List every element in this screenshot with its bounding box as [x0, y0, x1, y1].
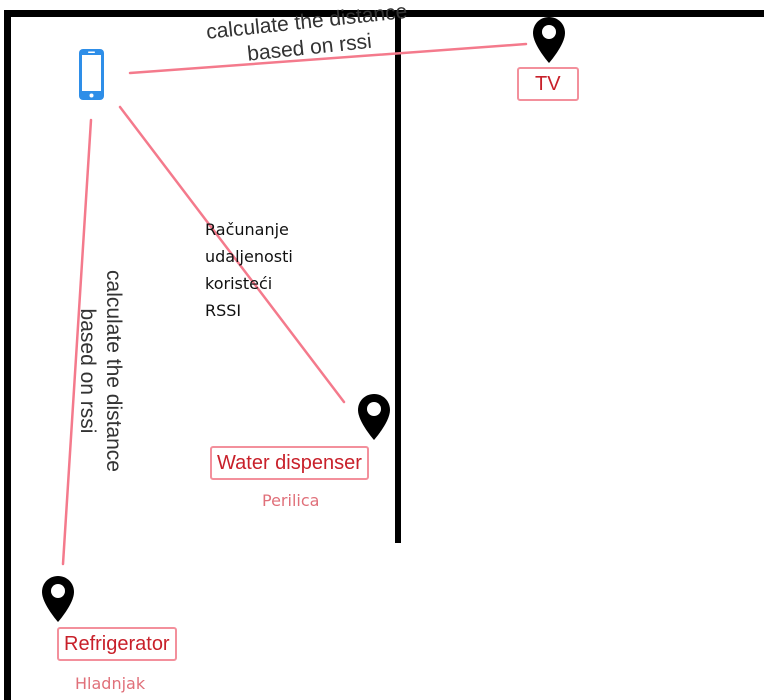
map-pin-icon: [533, 17, 565, 63]
refrigerator-sublabel: Hladnjak: [75, 674, 146, 693]
line-phone-to-water-dispenser: [118, 105, 346, 404]
rssi-left-line2: based on rssi: [76, 308, 99, 434]
smartphone-icon: [79, 49, 104, 100]
map-pin-icon: [358, 394, 390, 440]
water-dispenser-label: Water dispenser: [210, 446, 369, 480]
tv-label: TV: [517, 67, 579, 101]
croatian-note-line4: RSSI: [205, 301, 242, 320]
croatian-rssi-note: Računanje udaljenosti koristeći RSSI: [205, 216, 293, 324]
line-phone-to-tv: [128, 42, 528, 75]
top-wall: [4, 10, 764, 17]
line-phone-to-refrigerator: [61, 118, 93, 566]
rssi-left-line1: calculate the distance: [102, 270, 125, 472]
croatian-note-line2: udaljenosti: [205, 247, 293, 266]
map-pin-icon: [42, 576, 74, 622]
rssi-annotation-left: calculate the distance based on rssi: [74, 241, 126, 501]
water-dispenser-sublabel: Perilica: [262, 491, 320, 510]
divider-wall: [395, 12, 401, 543]
left-wall: [4, 10, 11, 700]
croatian-note-line1: Računanje: [205, 220, 289, 239]
croatian-note-line3: koristeći: [205, 274, 273, 293]
refrigerator-label: Refrigerator: [57, 627, 177, 661]
